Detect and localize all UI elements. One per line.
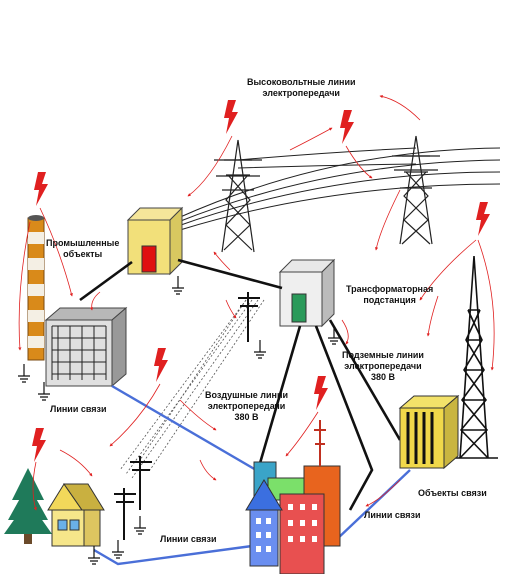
ground-symbols	[18, 276, 340, 565]
lightning-bolt-icon	[154, 348, 168, 382]
lightning-bolt-icon	[476, 202, 490, 236]
transformer-substation	[278, 258, 336, 328]
city-buildings	[245, 420, 341, 574]
label-line: 380 В	[234, 412, 259, 422]
tree-icon	[4, 468, 52, 544]
communication-equipment	[398, 394, 460, 470]
label-industrial-objects: Промышленные объекты	[46, 238, 119, 260]
label-line: объекты	[63, 249, 103, 259]
pylon-icon	[114, 292, 260, 540]
lightning-bolt-icon	[314, 376, 328, 410]
house-icon	[47, 483, 105, 547]
chimney	[27, 215, 45, 361]
label-line: электропередачи	[344, 361, 422, 371]
label-overhead-lines: Воздушные линии электропередачи 380 В	[205, 390, 288, 423]
industrial-building	[44, 306, 128, 388]
pylon-icon	[214, 139, 262, 253]
label-line: электропередачи	[262, 88, 340, 98]
power-lines	[79, 258, 402, 511]
label-high-voltage-lines: Высоковольтные линии электропередачи	[247, 77, 356, 99]
overhead-lines	[119, 299, 265, 479]
lightning-traces	[18, 94, 495, 511]
label-communication-objects: Объекты связи	[418, 488, 487, 498]
label-transformer-substation: Трансформаторная подстанция	[346, 284, 433, 306]
lightning-bolt-icon	[224, 100, 238, 134]
label-line: Промышленные	[46, 238, 120, 248]
label-line: Подземные линии	[342, 350, 424, 360]
lightning-bolt-icon	[32, 428, 46, 462]
label-line: Воздушные линии	[205, 390, 289, 400]
lightning-bolt-icon	[340, 110, 354, 144]
label-line: подстанция	[363, 295, 416, 305]
pylon-icon	[392, 135, 440, 245]
industrial-brick-building	[126, 206, 184, 276]
label-line: 380 В	[370, 372, 395, 382]
label-communication-lines-left: Линии связи	[50, 404, 107, 414]
label-communication-lines-right: Линии связи	[364, 510, 421, 520]
communication-lines	[93, 384, 411, 566]
label-underground-lines: Подземные линии электропередачи 380 В	[342, 350, 424, 383]
label-line: электропередачи	[207, 401, 286, 411]
lightning-bolt-icons	[32, 100, 490, 462]
lightning-bolt-icon	[34, 172, 48, 206]
tower-icon	[450, 255, 498, 459]
label-line: Трансформаторная	[346, 284, 434, 294]
label-line: Высоковольтные линии	[247, 77, 356, 87]
high-voltage-wires	[177, 147, 501, 231]
label-communication-lines-bottom: Линии связи	[160, 534, 217, 544]
